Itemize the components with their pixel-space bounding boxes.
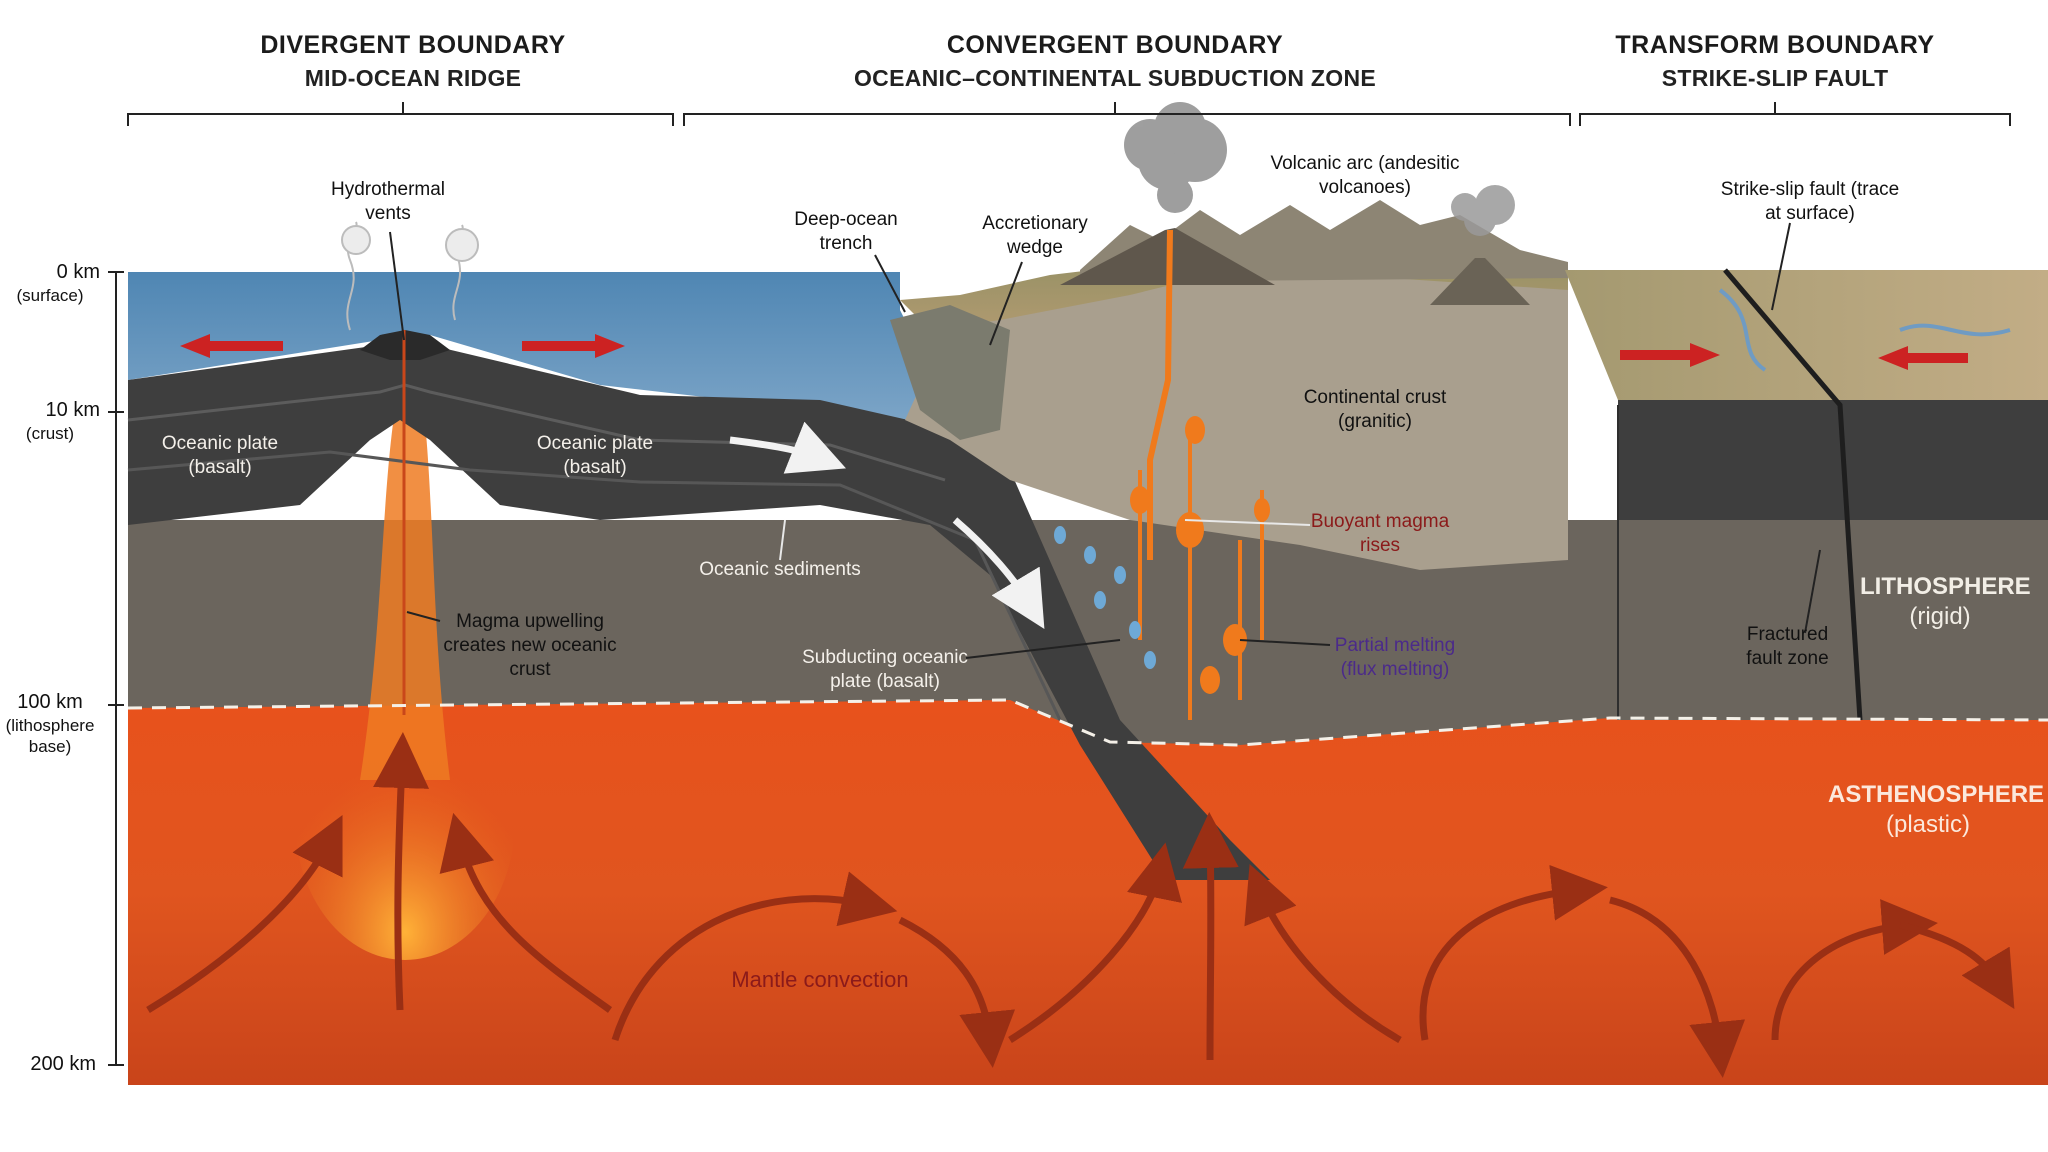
depth-value: 200 km [30,1053,96,1075]
transform-block-top [1565,270,2048,405]
asthenosphere-note: (plastic) [1885,811,1970,838]
callout-leader-lines [389,222,1821,659]
subduction-direction-arrow [729,421,1045,630]
accretionary-wedge-shape [890,305,1010,440]
river [1899,323,2011,337]
lithosphere-base-line [127,698,2048,747]
depth-value: 100 km [17,691,83,713]
river [1718,288,1767,372]
depth-value: 10 km [45,399,100,421]
water-droplet-icon [1054,526,1156,669]
callout-leader-lines-light [779,519,1311,561]
label-lithosphere: LITHOSPHERE (rigid) [1860,572,2031,632]
label-deep-ocean-trench: Deep-ocean trench [794,209,898,254]
depth-scale-axis [108,271,124,1066]
label-volcanic-arc: Volcanic arc (andesitic volcanoes) [1270,153,1460,198]
depth-note: (lithosphere base) [5,716,95,757]
lithosphere-title: LITHOSPHERE [1860,573,2031,600]
asthenosphere-title: ASTHENOSPHERE [1828,781,2045,808]
oceanic-plate-crust [128,338,1270,880]
label-hydrothermal-vents: Hydrothermal vents [330,179,446,224]
label-continental-crust: Continental crust (granitic) [1303,387,1447,432]
strike-slip-fault-trace [1723,268,1863,721]
label-fractured-fault-zone: Fractured fault zone [1746,624,1829,669]
transform-block-mantle [1618,520,2048,720]
section-subtitle-transform: STRIKE-SLIP FAULT [1661,65,1889,91]
section-title-transform: TRANSFORM BOUNDARY [1615,31,1935,59]
lithosphere-note: (rigid) [1909,603,1971,630]
depth-label-0km: 0 km (surface) [0,260,100,306]
section-subtitle-divergent: MID-OCEAN RIDGE [304,65,522,91]
label-mantle-convection: Mantle convection [731,967,909,992]
label-subducting-plate: Subducting oceanic plate (basalt) [802,647,968,692]
depth-note: (surface) [16,286,84,305]
depth-label-200km: 200 km [0,1052,96,1077]
transform-block-crust [1618,400,2048,520]
continental-crust [905,265,1568,570]
label-buoyant-magma: Buoyant magma rises [1310,511,1450,556]
label-magma-upwelling: Magma upwelling creates new oceanic crus… [443,611,617,680]
steam-plume [341,221,479,331]
label-oceanic-sediments: Oceanic sediments [699,559,861,580]
volcano-icon [1430,258,1530,305]
label-accretionary-wedge: Accretionary wedge [982,213,1088,258]
plate-motion-arrow [180,334,1968,370]
label-oceanic-plate-left: Oceanic plate (basalt) [161,433,279,478]
steam-plume [1451,185,1515,236]
ridge-plume-glow [295,680,515,960]
label-partial-melting: Partial melting (flux melting) [1334,635,1456,680]
convection-arrow [146,732,2015,1078]
steam-plume [1124,102,1227,213]
label-strike-slip-fault: Strike-slip fault (trace at surface) [1720,179,1900,224]
depth-label-10km: 10 km (crust) [0,398,100,444]
section-subtitle-convergent: OCEANIC–CONTINENTAL SUBDUCTION ZONE [853,65,1377,91]
depth-label-100km: 100 km (lithosphere base) [0,690,100,758]
volcanic-conduit [1147,229,1173,560]
lithospheric-mantle-layer [128,520,2048,745]
section-brackets [127,102,2011,126]
label-oceanic-plate-right: Oceanic plate (basalt) [536,433,654,478]
depth-note: (crust) [25,424,75,443]
label-asthenosphere: ASTHENOSPHERE (plastic) [1828,780,2045,840]
section-title-divergent: DIVERGENT BOUNDARY [260,31,566,59]
section-title-convergent: CONVERGENT BOUNDARY [946,31,1284,59]
depth-value: 0 km [56,261,100,283]
